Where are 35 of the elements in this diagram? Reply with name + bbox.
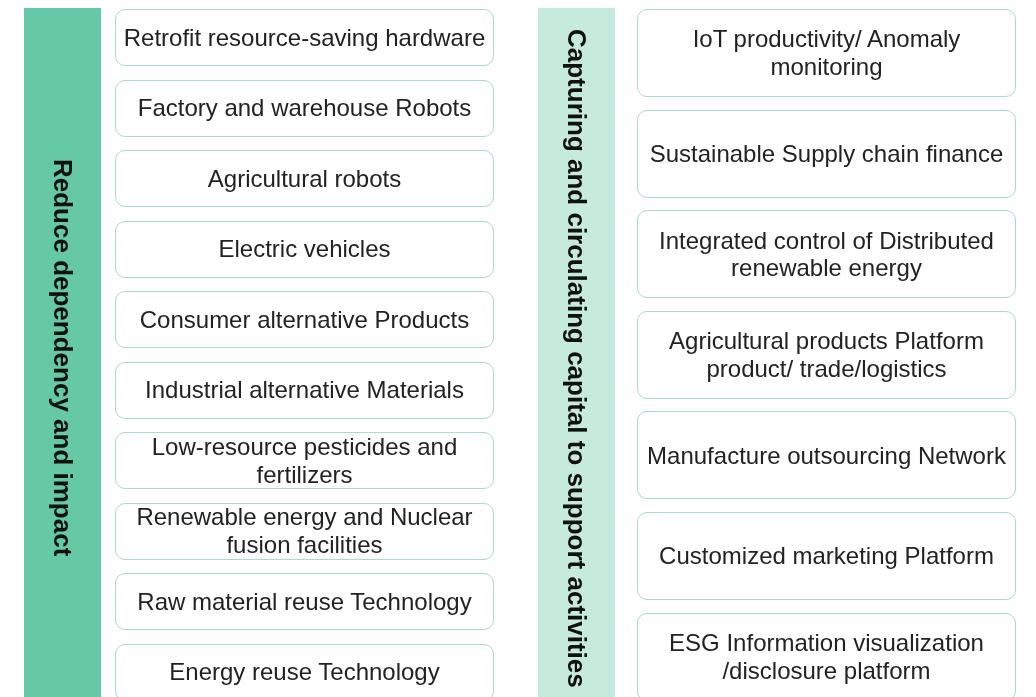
item-box — [115, 220, 494, 278]
item-label: ESG Information visualization /disclosure platform — [668, 629, 985, 685]
item-box — [637, 109, 1016, 198]
item-box — [115, 361, 494, 419]
band-title: Reduce dependency and impact — [48, 159, 77, 557]
item-label: Renewable energy and Nuclear fusion facilities — [135, 503, 474, 559]
item-box — [637, 310, 1016, 399]
item-box — [115, 79, 494, 137]
item-box — [637, 9, 1016, 97]
item-label: Raw material reuse Technology — [137, 587, 472, 616]
item-label: Agricultural products Platform product/ trade/logistics — [668, 327, 985, 383]
item-label: Integrated control of Distributed renewable energy — [658, 226, 995, 282]
item-box — [115, 291, 494, 348]
item-label: Factory and warehouse Robots — [137, 94, 472, 122]
item-label: Energy reuse Technology — [169, 658, 440, 686]
band-title: Capturing and circulating capital to support activities — [562, 28, 591, 688]
item-label: Retrofit resource-saving hardware — [123, 23, 486, 52]
item-label: Electric vehicles — [218, 235, 391, 263]
category-band — [24, 8, 101, 697]
item-label: Industrial alternative Materials — [145, 376, 464, 404]
item-box — [115, 150, 494, 207]
item-box — [637, 411, 1016, 500]
item-box — [637, 210, 1016, 299]
item-label: IoT productivity/ Anomaly monitoring — [691, 25, 962, 81]
item-label: Agricultural robots — [207, 164, 402, 193]
item-label: Customized marketing Platform — [659, 542, 994, 570]
item-label: Manufacture outsourcing Network — [647, 441, 1006, 470]
item-box — [115, 432, 494, 489]
item-label: Consumer alternative Products — [139, 305, 470, 334]
item-box — [115, 9, 494, 66]
item-box — [637, 512, 1016, 600]
item-label: Low-resource pesticides and fertilizers — [150, 432, 459, 489]
category-band — [538, 8, 615, 697]
item-box — [115, 573, 494, 630]
item-label: Sustainable Supply chain finance — [649, 139, 1004, 168]
